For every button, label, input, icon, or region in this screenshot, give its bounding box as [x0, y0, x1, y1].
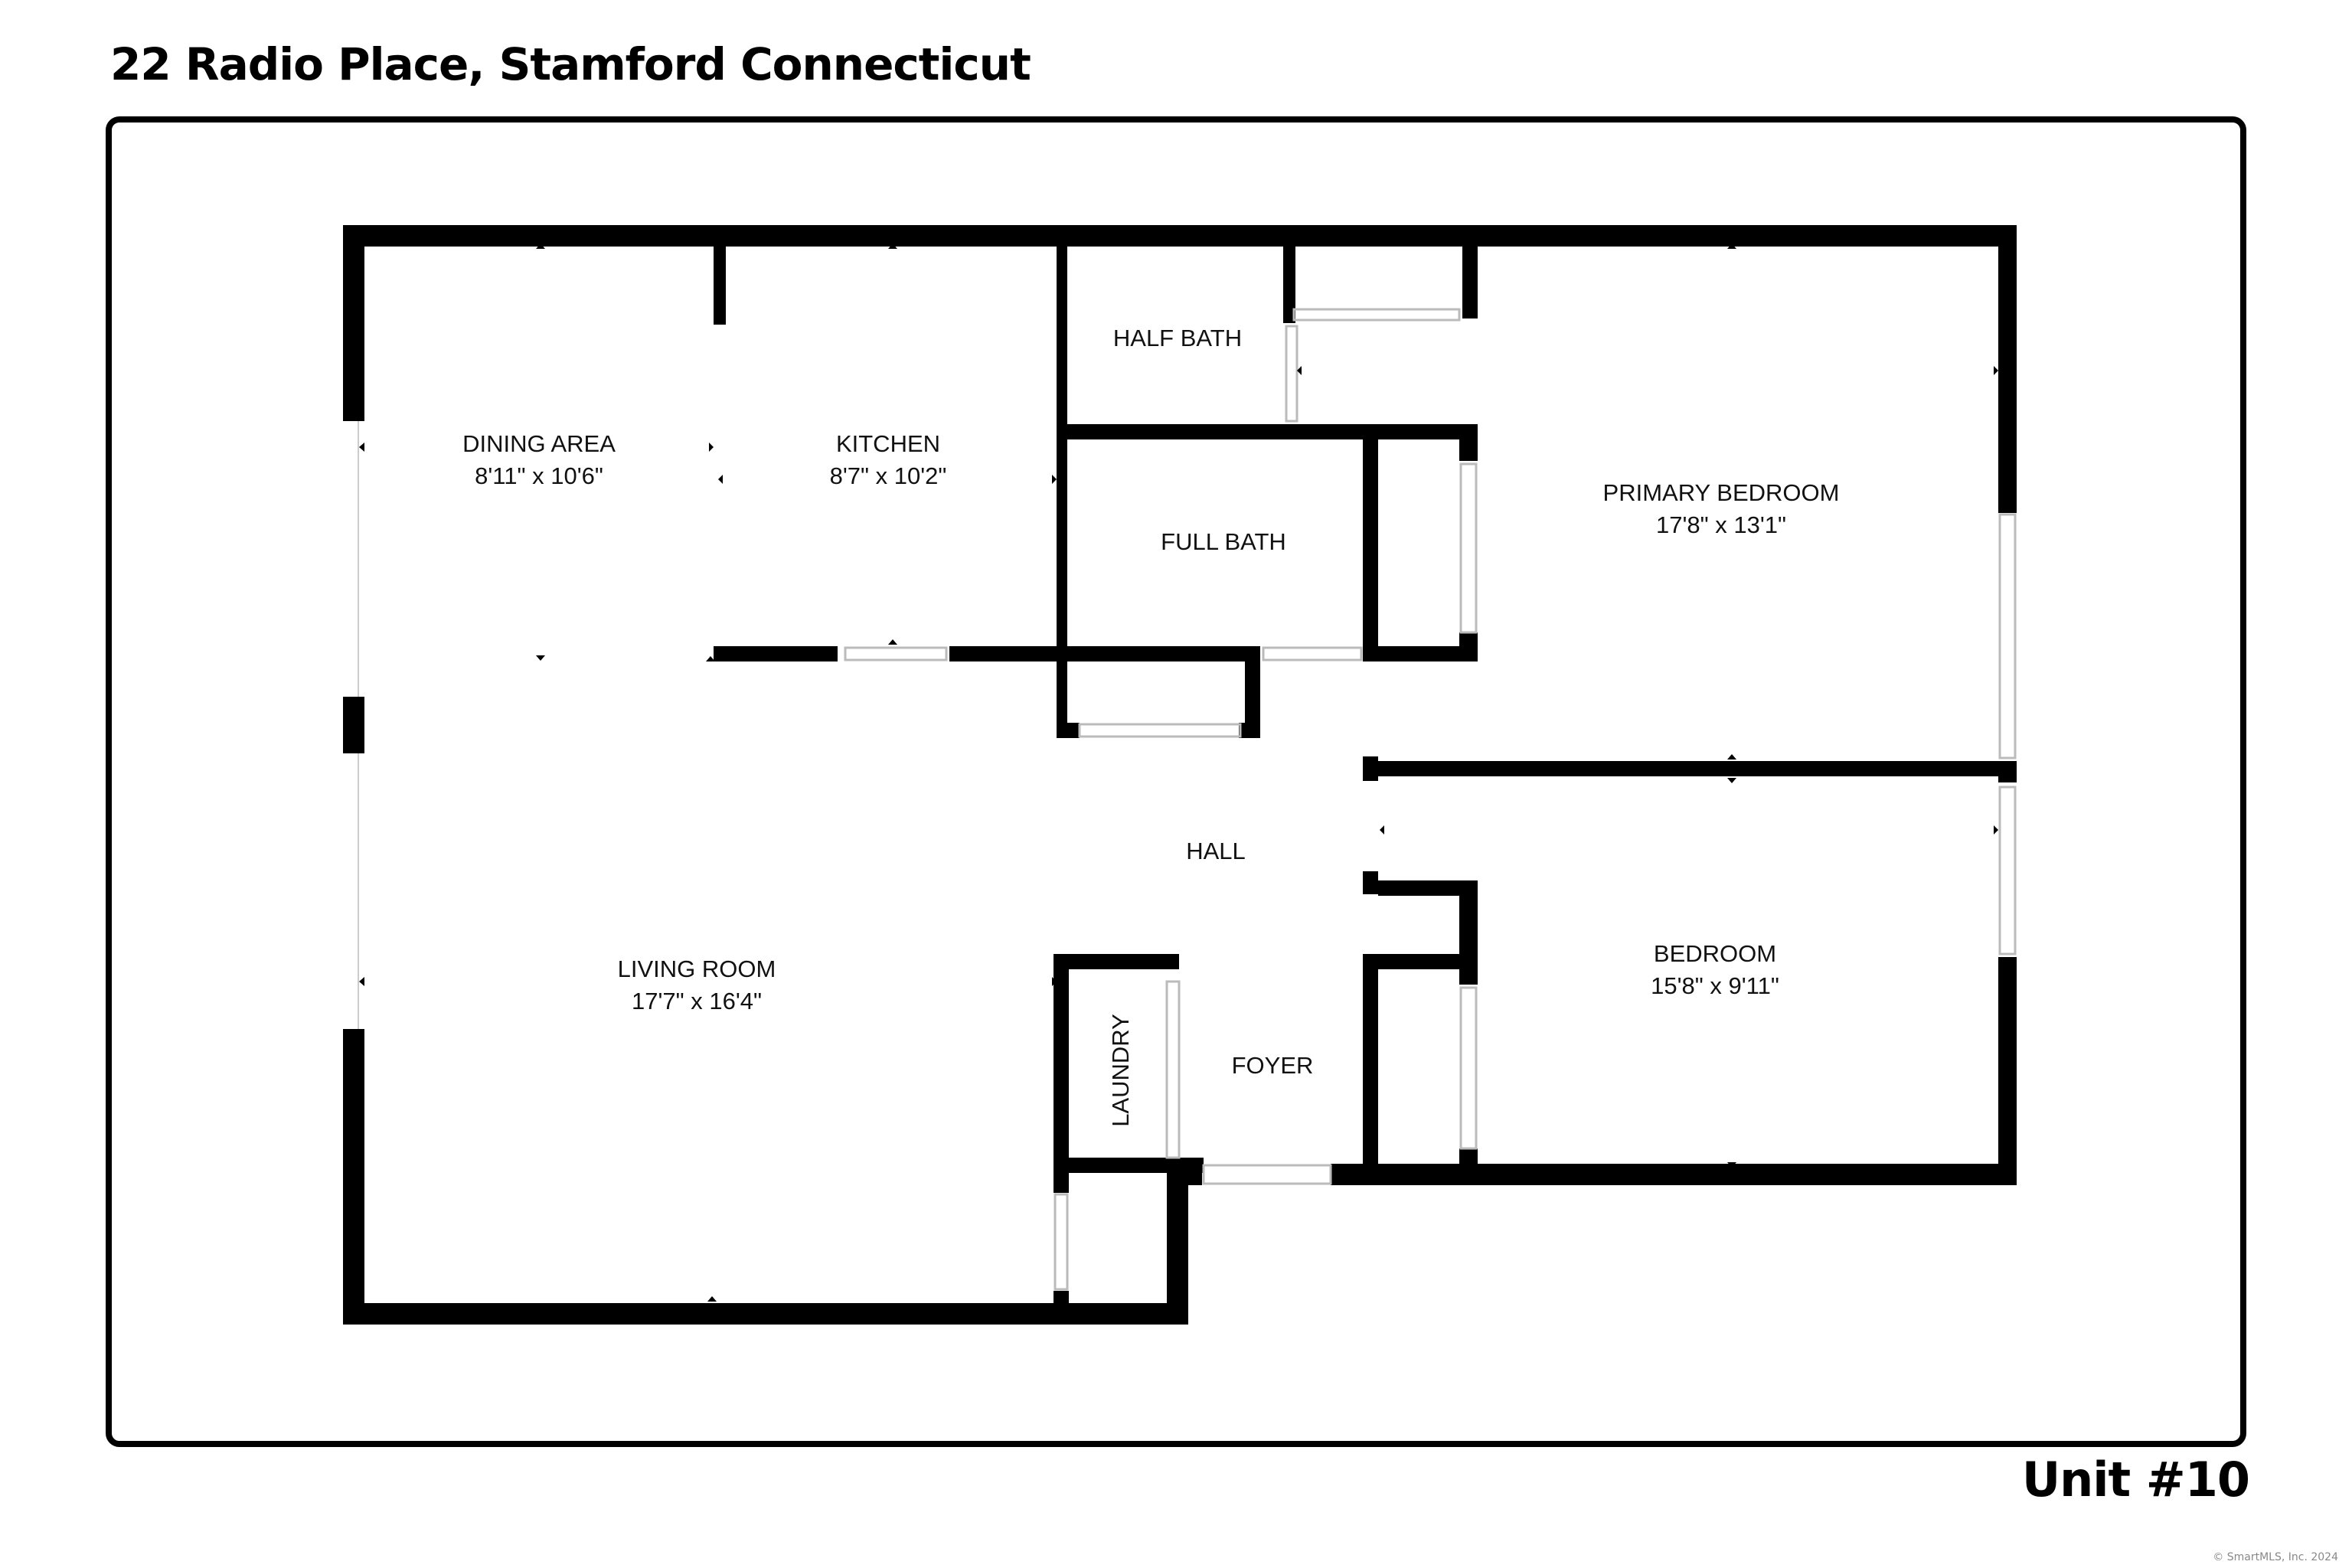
room-label-primary-bedroom: PRIMARY BEDROOM [1603, 479, 1840, 506]
room-label-foyer: FOYER [1232, 1052, 1314, 1079]
unit-label: Unit #10 [2021, 1452, 2250, 1508]
room-label-living-room: LIVING ROOM [618, 956, 776, 982]
room-label-dining: DINING AREA [462, 430, 616, 457]
copyright-note: © SmartMLS, Inc. 2024 [2213, 1551, 2338, 1563]
windows [844, 308, 2017, 1291]
room-dims-primary-bedroom: 17'8" x 13'1" [1656, 511, 1786, 538]
room-label-full-bath: FULL BATH [1161, 528, 1286, 555]
room-dims-bedroom: 15'8" x 9'11" [1651, 972, 1779, 999]
room-dims-kitchen: 8'7" x 10'2" [830, 462, 947, 489]
walls [343, 225, 2017, 1325]
room-dims-living-room: 17'7" x 16'4" [632, 988, 762, 1014]
room-label-hall: HALL [1186, 838, 1246, 864]
room-label-kitchen: KITCHEN [836, 430, 940, 457]
plan-frame [106, 116, 2246, 1447]
room-label-half-bath: HALF BATH [1113, 325, 1242, 351]
dimension-markers [359, 243, 1998, 1302]
room-label-laundry: LAUNDRY [1107, 1014, 1134, 1127]
room-dims-dining: 8'11" x 10'6" [475, 462, 603, 489]
page-title: 22 Radio Place, Stamford Connecticut [110, 38, 1031, 90]
room-label-bedroom: BEDROOM [1654, 940, 1776, 967]
